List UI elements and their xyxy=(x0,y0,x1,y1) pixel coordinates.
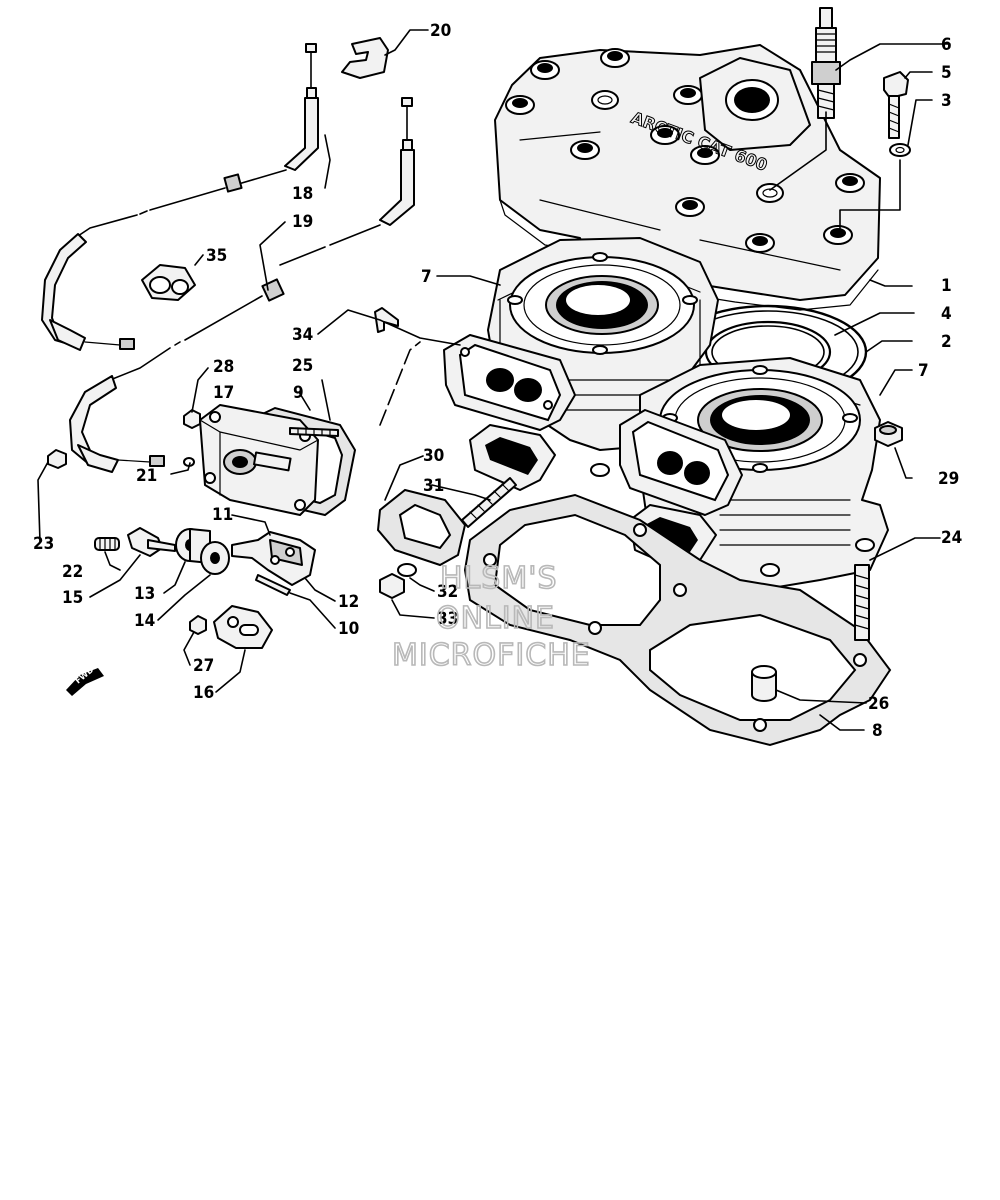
callout-25: 25 xyxy=(292,356,313,376)
callout-17: 17 xyxy=(213,383,234,403)
callout-15: 15 xyxy=(62,588,83,608)
dowel-pin xyxy=(751,665,777,702)
callout-9: 9 xyxy=(293,383,304,403)
callout-2: 2 xyxy=(941,332,952,352)
callout-labels: 1 2 3 4 5 6 7 7 8 9 10 11 12 13 14 15 16… xyxy=(33,21,962,741)
callout-10: 10 xyxy=(338,619,359,639)
callout-22: 22 xyxy=(62,562,83,582)
exhaust-nut xyxy=(379,573,405,599)
callout-11: 11 xyxy=(212,505,233,525)
callout-4: 4 xyxy=(941,304,952,324)
callout-23: 23 xyxy=(33,534,54,554)
plate-screw xyxy=(189,615,207,635)
valve-pin xyxy=(255,574,291,596)
exhaust-valve xyxy=(231,531,316,586)
callout-3: 3 xyxy=(941,91,952,111)
callout-16: 16 xyxy=(193,683,214,703)
callout-18: 18 xyxy=(292,184,313,204)
callout-21: 21 xyxy=(136,466,157,486)
cable-lower xyxy=(69,97,415,473)
callout-29: 29 xyxy=(938,469,959,489)
callout-34: 34 xyxy=(292,325,313,345)
leader-lines xyxy=(37,29,951,731)
callout-24: 24 xyxy=(941,528,962,548)
head-bolt xyxy=(883,71,909,139)
watermark-line-2: ONLINE xyxy=(436,601,555,636)
callout-26: 26 xyxy=(868,694,889,714)
callout-33: 33 xyxy=(437,609,458,629)
callout-7-rear: 7 xyxy=(421,267,432,287)
callout-8: 8 xyxy=(872,721,883,741)
valve-fork xyxy=(127,527,176,557)
callout-32: 32 xyxy=(437,582,458,602)
valve-bushing xyxy=(175,528,211,564)
pin xyxy=(374,307,399,333)
callout-20: 20 xyxy=(430,21,451,41)
valve-plate xyxy=(213,605,273,649)
callout-12: 12 xyxy=(338,592,359,612)
exhaust-stud xyxy=(461,477,517,528)
spark-plug xyxy=(811,7,841,119)
cable-bracket xyxy=(341,37,389,79)
callout-6: 6 xyxy=(941,35,952,55)
callout-5: 5 xyxy=(941,63,952,83)
shaft-bolt xyxy=(47,449,67,469)
stud xyxy=(854,564,870,641)
callout-28: 28 xyxy=(213,357,234,377)
flange-nut xyxy=(874,421,903,447)
cylinder-head: ARCTIC CAT 600 xyxy=(494,44,881,311)
callout-1: 1 xyxy=(941,276,952,296)
watermark-line-3: MICROFICHE xyxy=(392,638,591,673)
lock-washer xyxy=(397,563,417,577)
callout-7-front: 7 xyxy=(918,361,929,381)
washer xyxy=(889,143,911,157)
callout-27: 27 xyxy=(193,656,214,676)
watermark: HLSM'S ONLINE MICROFICHE xyxy=(391,560,591,674)
callout-14: 14 xyxy=(134,611,155,631)
cable-upper xyxy=(41,43,319,351)
base-gasket xyxy=(463,493,892,747)
cable-clip xyxy=(141,264,196,301)
cylinder-front xyxy=(590,357,889,591)
valve-housing xyxy=(199,404,319,516)
callout-35: 35 xyxy=(206,246,227,266)
callout-30: 30 xyxy=(423,446,444,466)
fwd-arrow: FWD xyxy=(66,665,104,696)
watermark-line-1: HLSM'S xyxy=(440,561,558,596)
exhaust-gasket xyxy=(376,488,467,567)
spring xyxy=(94,537,120,551)
callout-31: 31 xyxy=(423,476,444,496)
valve-housing-stud xyxy=(289,427,339,437)
callout-13: 13 xyxy=(134,584,155,604)
callout-19: 19 xyxy=(292,212,313,232)
valve-washer xyxy=(200,541,230,575)
